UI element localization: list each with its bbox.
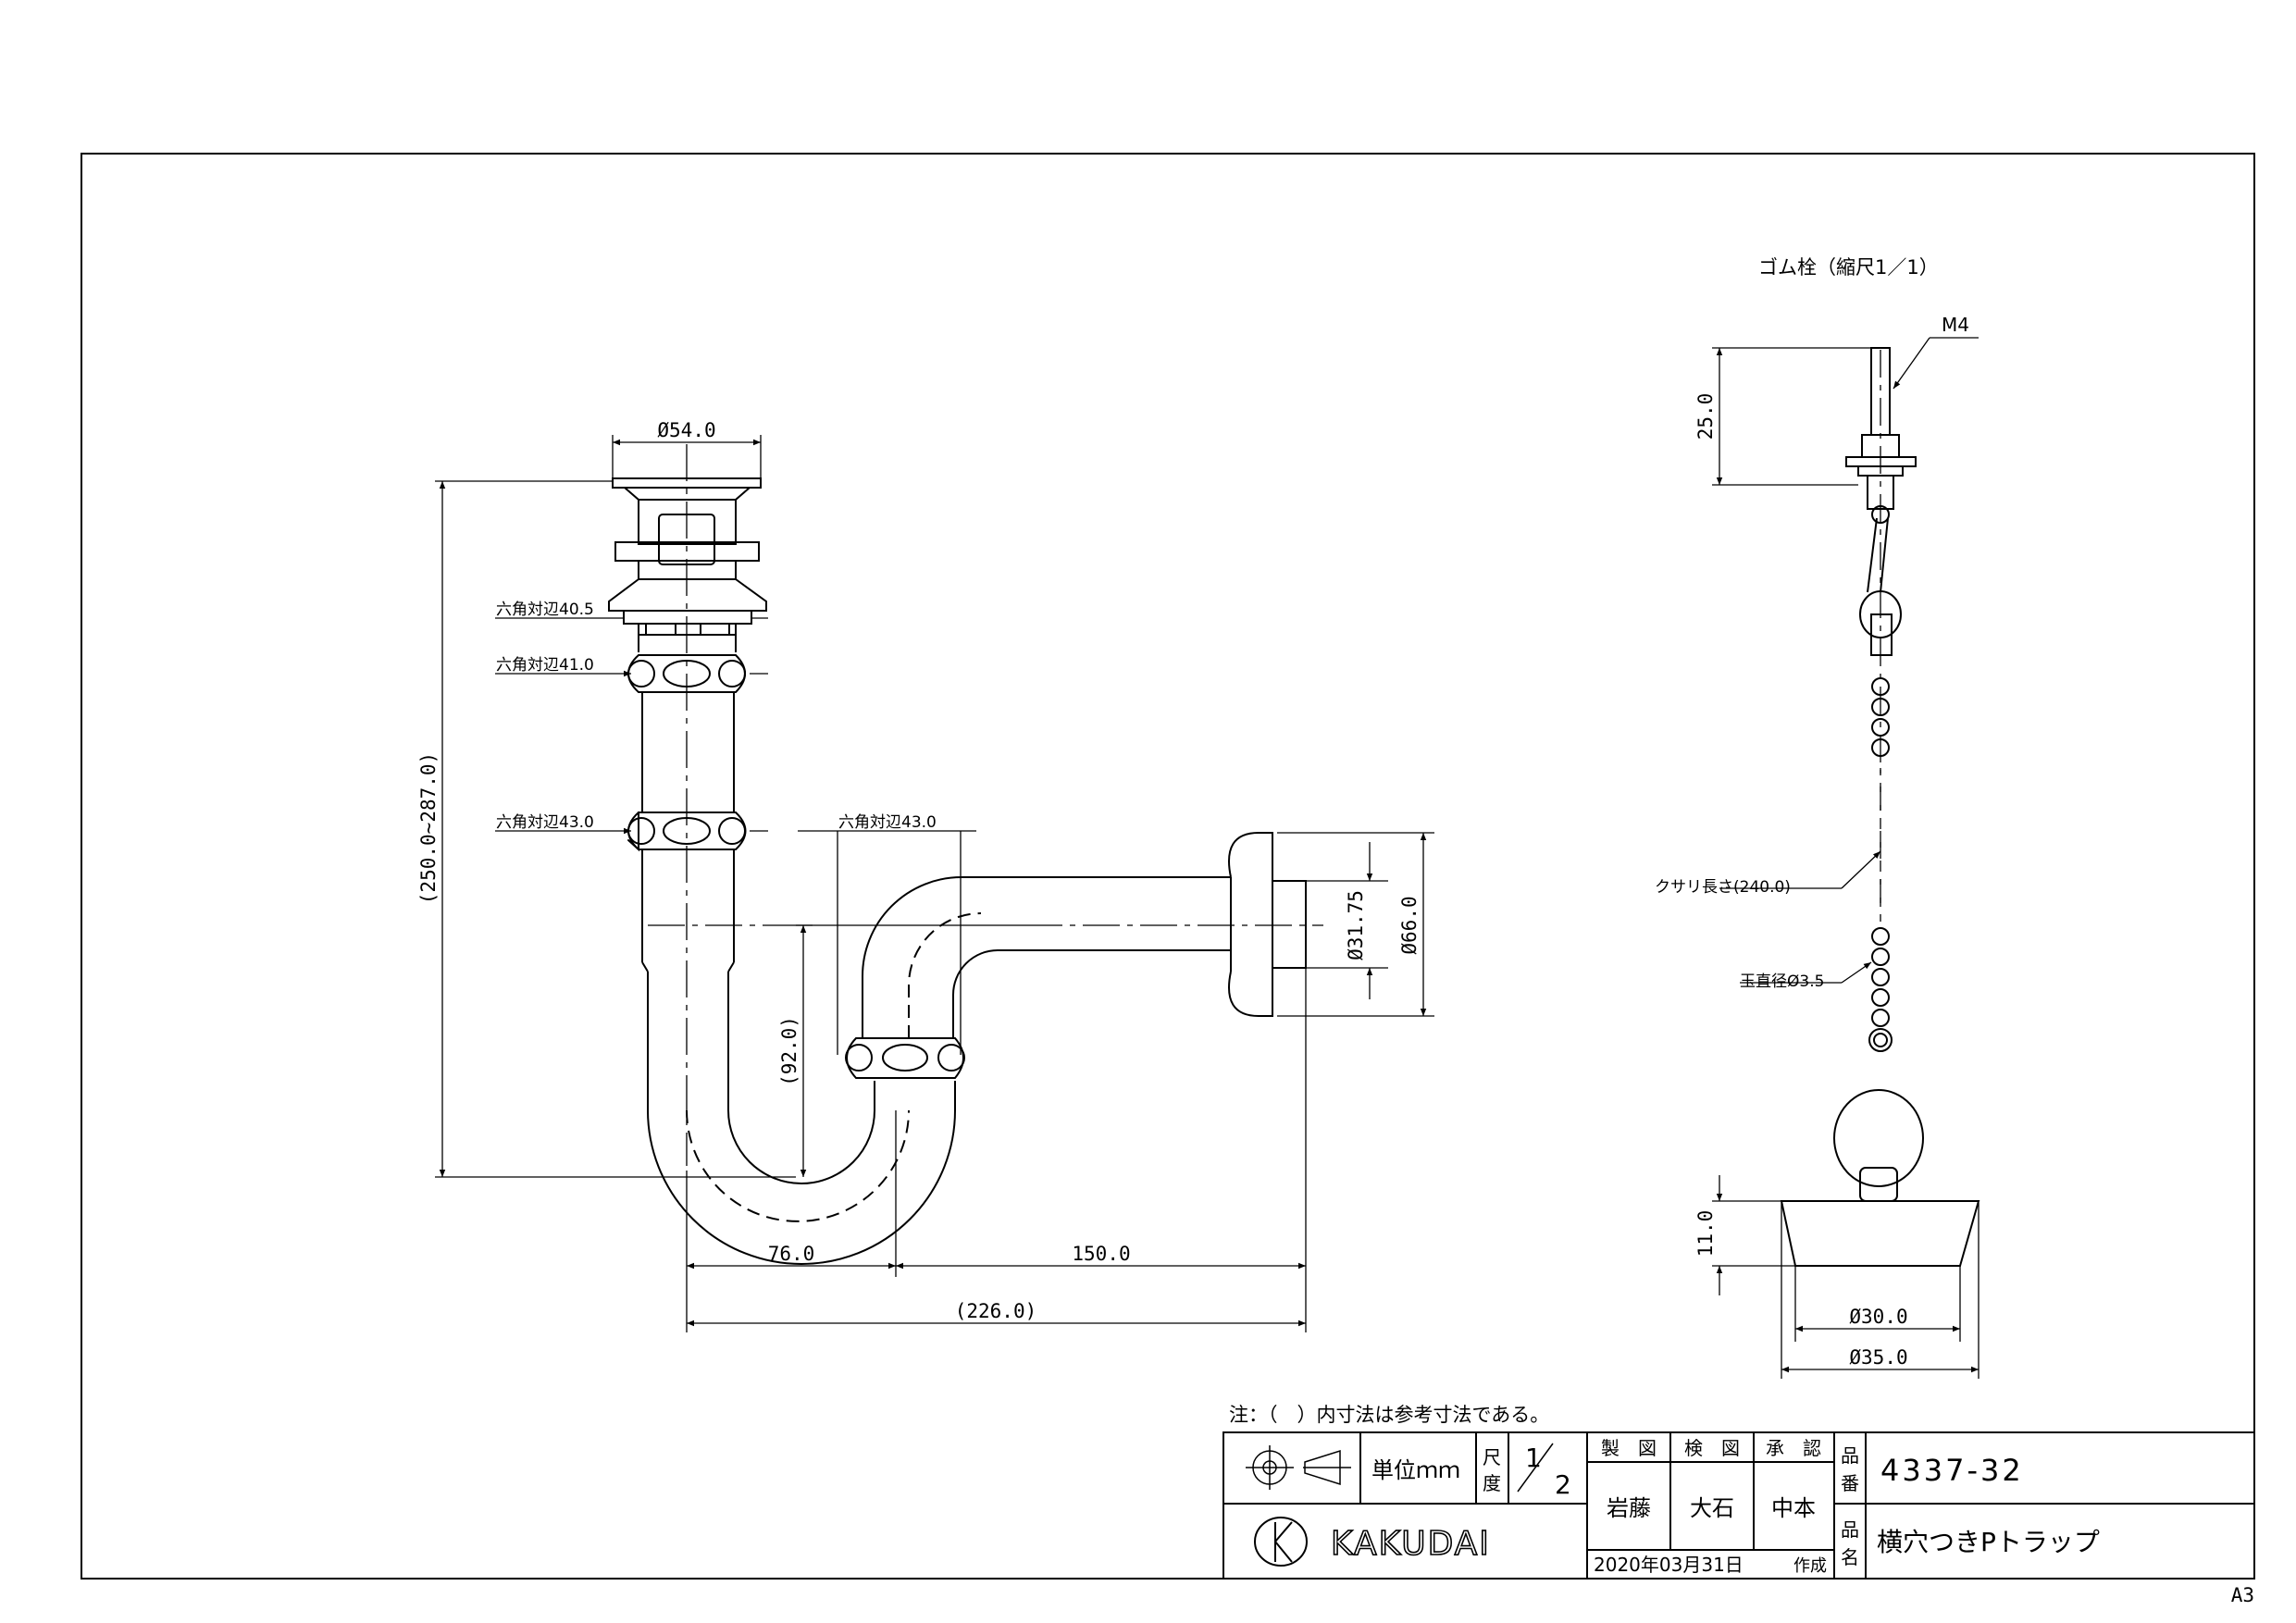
dim-horizontal-76: 76.0 xyxy=(768,1243,815,1265)
sheet-size-label: A3 xyxy=(2231,1584,2254,1606)
reference-note: 注：（ ）内寸法は参考寸法である。 xyxy=(1229,1404,1549,1426)
ptrap-dimensions xyxy=(435,435,1434,1332)
creation-date: 2020年03月31日 xyxy=(1594,1554,1744,1576)
title-block xyxy=(1222,1431,2255,1580)
dim-horizontal-total: (226.0) xyxy=(955,1300,1037,1322)
scale-label-2: 度 xyxy=(1483,1472,1501,1494)
col-drawn-label: 製 図 xyxy=(1601,1437,1657,1459)
dim-plug-dia-bottom: Ø35.0 xyxy=(1849,1346,1907,1369)
plug-dimensions xyxy=(1712,337,1980,1379)
projection-symbol-icon xyxy=(1246,1445,1351,1490)
plug-body xyxy=(1780,1200,1980,1267)
part-no-label-1: 品 xyxy=(1841,1444,1859,1467)
u-bend xyxy=(647,1081,956,1265)
scale-numerator: 1 xyxy=(1525,1443,1542,1473)
kakudai-logo xyxy=(1254,1517,1308,1567)
drawn-by: 岩藤 xyxy=(1607,1495,1651,1521)
logo-text: KAKUDAI xyxy=(1331,1525,1491,1563)
dim-horizontal-150: 150.0 xyxy=(1072,1243,1130,1265)
dim-plug-height: 11.0 xyxy=(1694,1210,1717,1258)
dim-stem-length: 25.0 xyxy=(1694,393,1717,440)
checked-by: 大石 xyxy=(1690,1495,1734,1521)
dim-top-diameter: Ø54.0 xyxy=(657,419,715,441)
washer-cone xyxy=(608,578,767,612)
dim-ball-diameter: 玉直径Ø3.5 xyxy=(1740,973,1824,991)
scale-label-1: 尺 xyxy=(1483,1446,1501,1468)
dim-hex-41: 六角対辺41.0 xyxy=(496,656,594,675)
dim-height-range: (250.0~287.0) xyxy=(417,752,440,904)
wall-flange xyxy=(1228,832,1273,1017)
col-approved-label: 承 認 xyxy=(1766,1437,1821,1459)
dim-plug-dia-top: Ø30.0 xyxy=(1849,1306,1907,1328)
dim-hex-43-a: 六角対辺43.0 xyxy=(496,813,594,832)
dim-pipe-diameter: Ø31.75 xyxy=(1345,890,1367,960)
part-number: 4337-32 xyxy=(1880,1453,2024,1488)
ptrap-view xyxy=(608,444,1323,1265)
part-name-label-2: 名 xyxy=(1841,1546,1859,1568)
part-no-label-2: 番 xyxy=(1841,1472,1859,1494)
dim-chain-length: クサリ長さ(240.0) xyxy=(1655,878,1791,897)
hex-nut-40-5 xyxy=(623,610,752,625)
rubber-plug xyxy=(1780,347,1980,1267)
approved-by: 中本 xyxy=(1771,1495,1816,1521)
created-label: 作成 xyxy=(1793,1556,1827,1576)
part-name: 横穴つきPトラップ xyxy=(1877,1527,2100,1557)
unit-label: 単位ｍｍ xyxy=(1371,1457,1460,1483)
dim-trap-depth: (92.0) xyxy=(778,1016,800,1086)
dim-hex-40-5: 六角対辺40.5 xyxy=(496,601,594,619)
sheet-border xyxy=(81,153,2255,1580)
plug-view-title: ゴム栓（縮尺1／1） xyxy=(1758,256,1939,279)
part-name-label-1: 品 xyxy=(1841,1518,1859,1541)
plug-pull-ring xyxy=(1833,1089,1924,1187)
scale-denominator: 2 xyxy=(1555,1469,1571,1500)
dim-thread: M4 xyxy=(1942,314,1969,336)
col-checked-label: 検 図 xyxy=(1684,1437,1740,1459)
drain-body xyxy=(638,499,737,545)
dim-flange-diameter: Ø66.0 xyxy=(1398,896,1421,954)
dim-hex-43-b: 六角対辺43.0 xyxy=(838,813,937,832)
